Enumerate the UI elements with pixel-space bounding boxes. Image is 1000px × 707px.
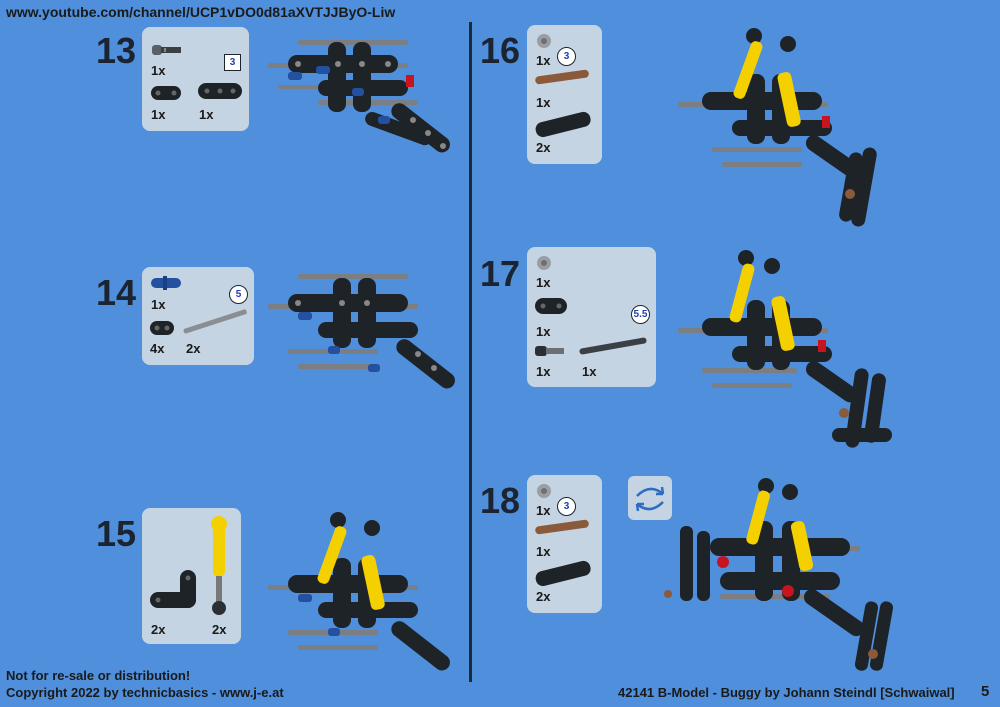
rotate-model-icon [635,486,665,512]
qty-17-1: 1x [536,275,551,290]
parts-panel-18: 1x 3 1x 2x [527,475,602,613]
footer-copyright: Copyright 2022 by technicbasics - www.j-… [6,685,284,700]
qty-15-2: 2x [212,622,227,637]
qty-13-3: 1x [199,107,214,122]
brown-axle-pin-part-icon [535,519,589,535]
qty-15-1: 2x [151,622,166,637]
step-number-13: 13 [96,30,137,71]
length-marker-14: 5 [229,285,248,304]
shock-absorber-part-icon [211,516,227,615]
qty-13-2: 1x [151,107,166,122]
qty-17-3: 1x [536,364,551,379]
beam-2-part-icon [151,86,181,100]
qty-17-4: 1x [582,364,597,379]
step-number-16: 16 [480,30,521,71]
page-number: 5 [981,683,990,700]
axle-stop-part-icon [579,337,647,355]
model-step-15 [268,512,450,671]
qty-18-2: 1x [536,544,551,559]
beam-3-part-icon [198,83,242,99]
bush-part-icon [537,484,551,498]
rotate-model-callout [628,476,672,520]
qty-14-3: 2x [186,341,201,356]
qty-14-1: 1x [151,297,166,312]
model-step-13 [268,40,450,153]
footer-notice: Not for re-sale or distribution! [6,668,191,683]
length-marker-18: 3 [557,497,576,516]
parts-panel-16: 1x 3 1x 2x [527,25,602,164]
qty-16-2: 1x [536,95,551,110]
column-divider [469,22,472,682]
model-step-16 [678,28,877,227]
length-marker-13: 3 [224,54,241,71]
axle-5-part-icon [183,309,247,334]
cross-block-part-icon [535,298,567,314]
footer-title: 42141 B-Model - Buggy by Johann Steindl … [618,685,955,700]
qty-16-3: 2x [536,140,551,155]
brown-axle-pin-part-icon [535,69,589,85]
step-number-18: 18 [480,480,521,521]
length-marker-16: 3 [557,47,576,66]
bush-part-icon [537,256,551,270]
step-number-14: 14 [96,272,137,313]
bush-part-icon [537,34,551,48]
model-step-18 [664,478,894,671]
length-marker-17: 5.5 [631,305,650,324]
axle-pin-part-icon [535,346,564,356]
beam-5-part-icon [535,111,591,138]
parts-panel-13: 1x 1x 3 1x [142,27,249,131]
beam-5-part-icon [535,560,591,587]
step-number-15: 15 [96,513,137,554]
l-beam-part-icon [150,570,196,608]
pin-axle-part-icon [152,45,181,55]
qty-16-1: 1x [536,53,551,68]
parts-panel-14: 1x 4x 5 2x [142,267,254,365]
channel-url: www.youtube.com/channel/UCP1vDO0d81aXVTJ… [6,4,396,20]
beam-2-part-icon [150,321,174,335]
qty-14-2: 4x [150,341,165,356]
qty-17-2: 1x [536,324,551,339]
qty-18-3: 2x [536,589,551,604]
qty-18-1: 1x [536,503,551,518]
model-step-17 [678,250,892,448]
model-step-14 [268,274,455,389]
step-number-17: 17 [480,253,521,294]
qty-13-1: 1x [151,63,166,78]
parts-panel-17: 1x 1x 1x 5.5 1x [527,247,656,387]
parts-panel-15: 2x 2x [142,508,241,644]
blue-pin-part-icon [151,276,181,290]
